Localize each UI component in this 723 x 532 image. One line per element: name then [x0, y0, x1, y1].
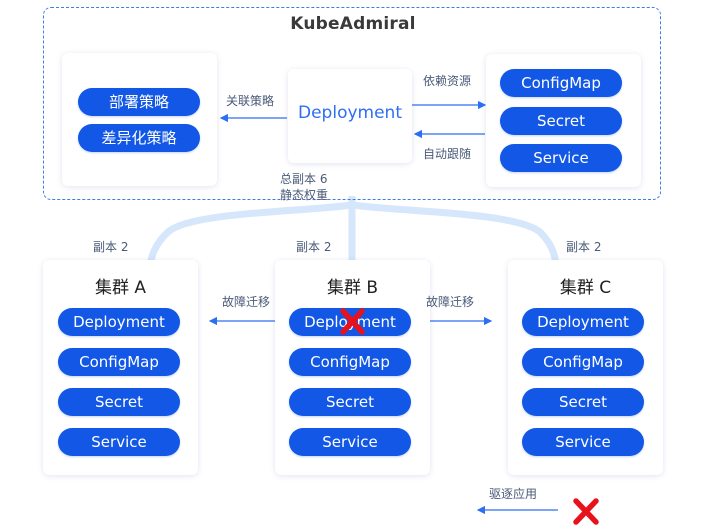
resource-pill-configmap: ConfigMap: [500, 69, 622, 97]
cluster-b-configmap: ConfigMap: [289, 348, 411, 376]
cluster-name-c: 集群 C: [559, 278, 612, 298]
cluster-c-secret: Secret: [522, 388, 644, 416]
deployment-card: Deployment: [288, 69, 412, 163]
resource-pill-secret: Secret: [500, 107, 622, 135]
failover-left-label: 故障迁移: [222, 295, 271, 309]
cluster-b-secret: Secret: [289, 388, 411, 416]
policy-card: 部署策略 差异化策略: [62, 53, 217, 186]
cluster-name-b: 集群 B: [326, 278, 379, 298]
deploy-policy-pill: 部署策略: [78, 88, 200, 116]
replica-label-b: 副本 2: [296, 240, 332, 254]
assoc-policy-label: 关联策略: [226, 94, 275, 108]
center-deployment-label: Deployment: [298, 103, 402, 123]
cluster-a-configmap: ConfigMap: [58, 348, 180, 376]
resource-pill-service: Service: [500, 144, 622, 172]
cluster-a-secret: Secret: [58, 388, 180, 416]
replica-label-c: 副本 2: [566, 240, 602, 254]
replica-label-a: 副本 2: [93, 240, 129, 254]
cluster-c-deployment: Deployment: [522, 308, 644, 336]
cluster-c-configmap: ConfigMap: [522, 348, 644, 376]
diagram-title: KubeAdmiral: [290, 14, 416, 34]
kubeadmiral-frame: [43, 7, 661, 200]
static-weight-label: 静态权重: [280, 188, 329, 202]
resource-card: ConfigMap Secret Service: [486, 54, 641, 187]
cluster-a-deployment: Deployment: [58, 308, 180, 336]
cluster-card-c: 集群 C Deployment ConfigMap Secret Service: [508, 260, 663, 475]
failover-right-label: 故障迁移: [426, 295, 475, 309]
cluster-card-b: 集群 B Deployment ConfigMap Secret Service: [275, 260, 430, 475]
total-replicas-label: 总副本 6: [280, 172, 328, 186]
failure-x-icon-cluster-b: [340, 308, 365, 335]
cluster-a-service: Service: [58, 428, 180, 456]
evict-label: 驱逐应用: [489, 487, 538, 501]
failure-x-icon-evict: [573, 498, 599, 525]
depend-resource-label: 依赖资源: [423, 74, 472, 88]
cluster-name-a: 集群 A: [94, 278, 147, 298]
cluster-card-a: 集群 A Deployment ConfigMap Secret Service: [43, 260, 198, 475]
cluster-c-service: Service: [522, 428, 644, 456]
diff-policy-pill: 差异化策略: [78, 124, 200, 152]
auto-follow-label: 自动跟随: [423, 147, 472, 161]
cluster-b-service: Service: [289, 428, 411, 456]
replica-distribution-lines: [146, 196, 560, 266]
